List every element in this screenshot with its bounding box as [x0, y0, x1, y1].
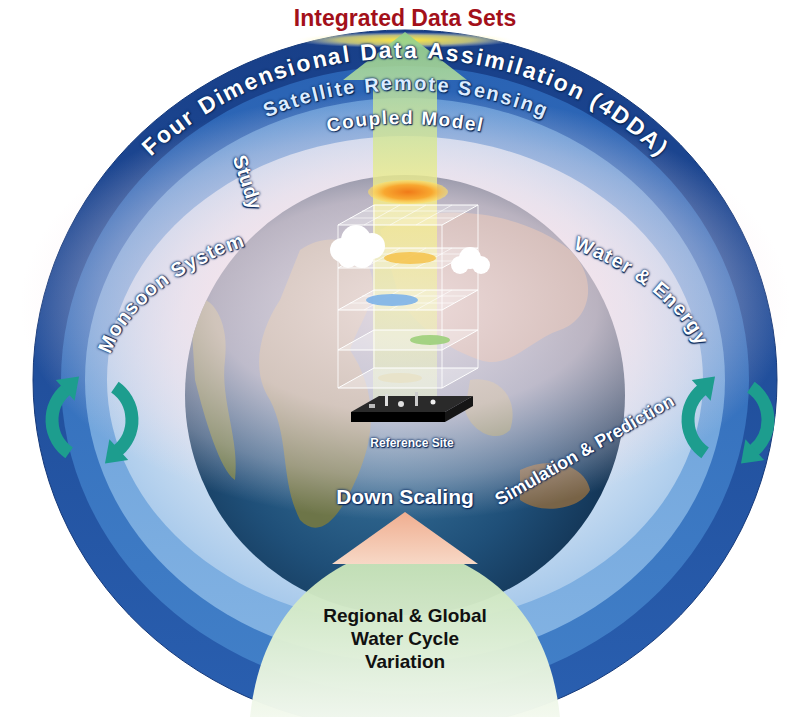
- arc-letter: d: [401, 106, 413, 129]
- platform-label-holder: Reference Site: [350, 436, 474, 450]
- instrument: [431, 400, 436, 405]
- ring-title-holder: Coupled Model: [312, 101, 502, 155]
- ring-title-holder: Four Dimensional Data Assimilation (4DDA…: [128, 30, 684, 182]
- reference-platform: Reference Site: [345, 390, 480, 454]
- arc-letter: [350, 39, 360, 68]
- platform-side: [445, 396, 473, 422]
- field-patch: [384, 252, 436, 264]
- arc-letter: &: [630, 262, 656, 290]
- arc-letter: D: [359, 37, 378, 66]
- arc-letter: s: [445, 38, 461, 67]
- grid-lines: [350, 205, 466, 310]
- ring-title: Four Dimensional Data Assimilation (4DDA…: [128, 30, 684, 182]
- arrow-head: [332, 512, 478, 564]
- arc-letter: C: [325, 112, 343, 137]
- instrument: [369, 404, 375, 408]
- arc-letter: S: [457, 75, 474, 101]
- instrument: [415, 392, 418, 406]
- inner-field: [107, 136, 703, 624]
- grid-layer: [338, 290, 478, 310]
- arc-letter: R: [363, 72, 380, 97]
- arc-letter: a: [378, 36, 392, 65]
- arc-letter: M: [421, 106, 438, 130]
- sun-glow: [368, 180, 448, 204]
- arc-letter: e: [342, 75, 357, 100]
- platform-label: Reference Site: [350, 436, 474, 450]
- arrow-base-label: Regional & Global Water Cycle Variation: [310, 604, 500, 673]
- arc-letter: o: [414, 71, 427, 95]
- cloud: [330, 225, 490, 274]
- arc-letter: e: [389, 106, 400, 129]
- curved-label: Water & Energy: [558, 228, 719, 366]
- arrow-base: Regional & Global Water Cycle Variation: [250, 512, 560, 717]
- instrument: [398, 401, 404, 407]
- arc-letter: l: [381, 106, 388, 129]
- ring-title-holder: Satellite Remote Sensing: [248, 66, 562, 139]
- curved-label-holder: Water & Energy: [558, 228, 719, 366]
- arc-letter: o: [438, 107, 452, 131]
- arc-letter: [418, 36, 426, 64]
- arc-letter: e: [380, 71, 392, 96]
- cloud-puff: [338, 248, 358, 268]
- arc-letter: d: [451, 109, 466, 133]
- arc-letter: p: [368, 107, 381, 131]
- arc-letter: s: [459, 40, 476, 70]
- arc-letter: m: [394, 71, 412, 95]
- arc-letter: t: [332, 77, 343, 102]
- model-grid: [338, 205, 478, 388]
- grid-layer: [338, 330, 478, 350]
- arc-letter: [449, 74, 458, 99]
- ring-title: Coupled Model: [312, 101, 502, 155]
- curved-label: Monsoon System: [89, 225, 260, 371]
- arc-letter: l: [341, 40, 352, 69]
- curved-label-holder: Monsoon System: [89, 225, 260, 371]
- arc-letter: t: [428, 72, 436, 96]
- arrow-base-label-holder: Regional & Global Water Cycle Variation: [310, 604, 500, 673]
- arc-letter: e: [436, 72, 449, 97]
- arc-letter: t: [394, 36, 402, 64]
- field-patch: [410, 335, 450, 345]
- arrow-body: [250, 562, 560, 717]
- center-label: Down Scaling: [336, 484, 474, 509]
- grid-layer: [338, 368, 478, 388]
- arc-letter: a: [404, 36, 417, 64]
- cloud-puff: [472, 256, 490, 274]
- platform-front: [351, 412, 445, 422]
- arc-letter: [414, 106, 420, 129]
- ring-fill: [33, 30, 777, 717]
- field-patch: [378, 373, 422, 383]
- arc-letter: u: [354, 108, 368, 132]
- ring-title: Satellite Remote Sensing: [248, 66, 562, 139]
- diagram-title-holder: Integrated Data Sets: [294, 4, 516, 32]
- instrument: [385, 394, 388, 406]
- center-label-holder: Down Scaling: [336, 484, 474, 509]
- arc-letter: A: [426, 36, 445, 65]
- arc-letter: o: [341, 109, 356, 134]
- field-patch: [366, 294, 418, 306]
- arc-letter: [355, 74, 363, 98]
- grid-edges: [338, 205, 478, 388]
- diagram-title: Integrated Data Sets: [294, 4, 516, 32]
